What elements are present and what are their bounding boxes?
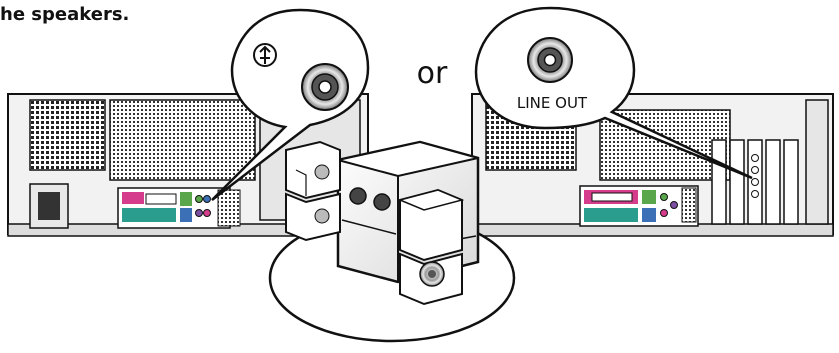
headphone-port-closeup bbox=[301, 63, 349, 111]
or-label: or bbox=[417, 56, 448, 91]
left-parallel-port bbox=[122, 192, 144, 204]
right-satellite-speaker bbox=[397, 188, 465, 306]
left-fan-grill bbox=[29, 99, 106, 171]
sound-card-line-out-port bbox=[751, 166, 759, 174]
right-computer-rear-panel bbox=[471, 93, 834, 237]
audio-jack-icon bbox=[527, 37, 573, 83]
expansion-card-slots bbox=[711, 139, 799, 225]
caption-text: he speakers. bbox=[0, 4, 130, 25]
line-out-callout: LINE OUT bbox=[474, 6, 753, 180]
left-satellite-speaker bbox=[285, 140, 341, 242]
left-serial-port bbox=[122, 208, 176, 222]
headphone-callout bbox=[211, 8, 370, 201]
headphone-jack-icon bbox=[253, 43, 277, 67]
left-vent-grill bbox=[109, 99, 256, 181]
line-out-label: LINE OUT bbox=[517, 94, 588, 112]
speakers-callout bbox=[268, 140, 516, 343]
left-headphone-port bbox=[203, 209, 211, 217]
